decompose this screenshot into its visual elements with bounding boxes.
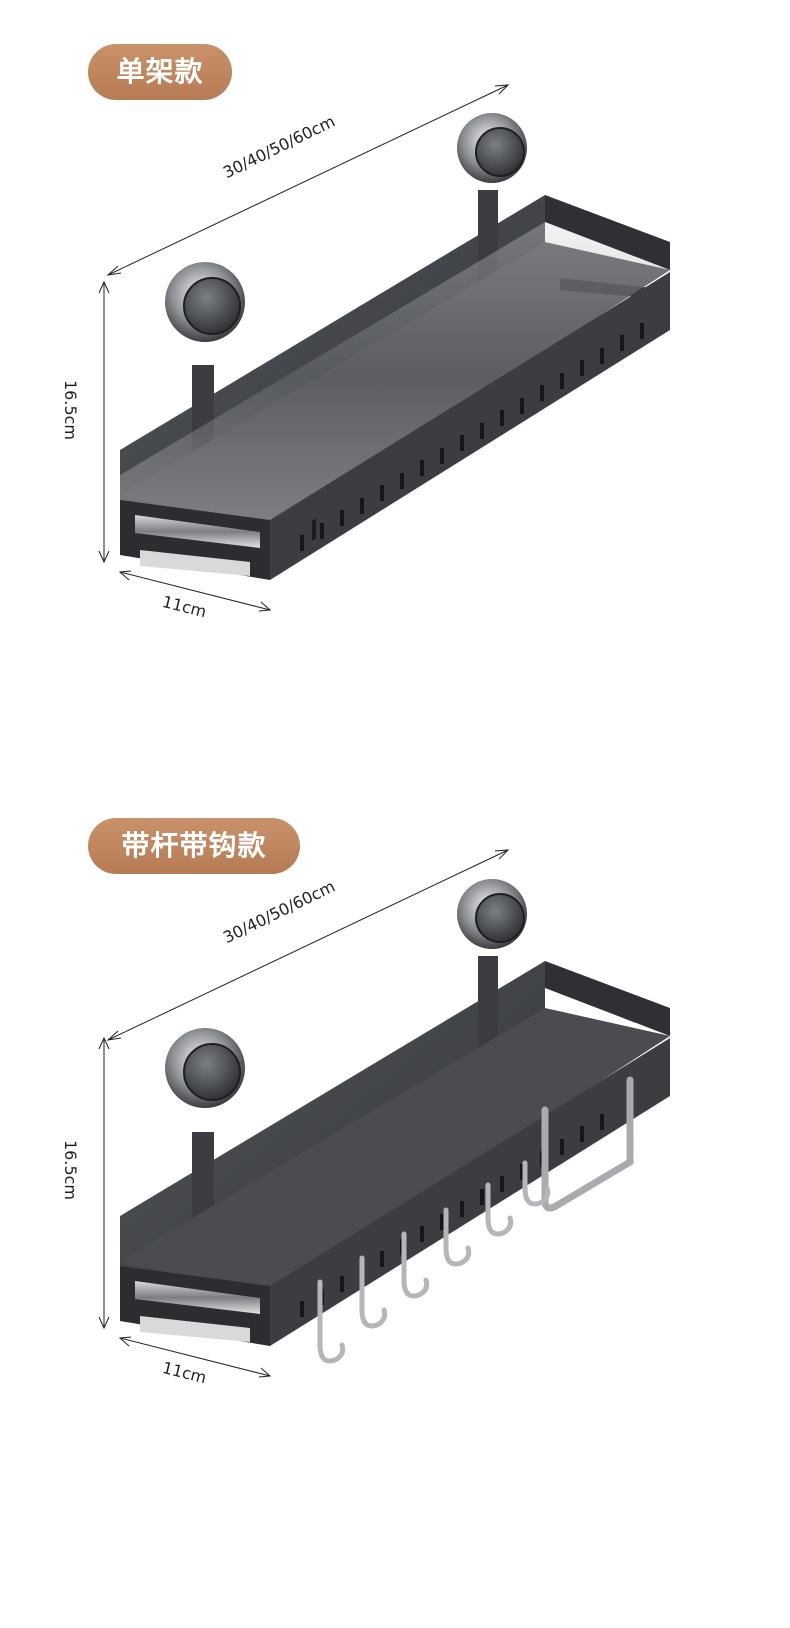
section-with-rod-and-hooks: 带杆带钩款 [0,780,790,1628]
length-dimension-line [106,849,510,1041]
height-label: 16.5cm [61,380,80,441]
variant-label: 带杆带钩款 [88,818,300,874]
hook [443,1207,472,1267]
shelf-base [120,1008,670,1296]
suction-cup-right [457,879,527,949]
hook [317,1279,346,1364]
section-shelf-only: 单架款 [0,0,790,780]
hook [522,1160,551,1207]
height-dimension-line [98,280,110,564]
product-image [98,84,670,612]
height-label: 16.5cm [61,1140,80,1201]
depth-dimension-line [118,570,272,612]
hook [359,1255,388,1329]
product-image [98,849,670,1378]
hooks [317,1160,551,1364]
front-panel [270,1038,670,1346]
front-panel [270,272,670,580]
height-dimension-line [98,1036,110,1330]
length-dimension-line [106,84,510,276]
suction-cup-right [457,113,527,183]
front-rail [120,222,670,530]
variant-label: 单架款 [88,44,232,100]
suction-cup-left [165,262,245,342]
suction-cup-left [165,1028,245,1108]
depth-dimension-line [118,1336,272,1378]
hanging-slots [312,518,316,541]
hook [485,1182,514,1237]
hook [401,1231,430,1299]
